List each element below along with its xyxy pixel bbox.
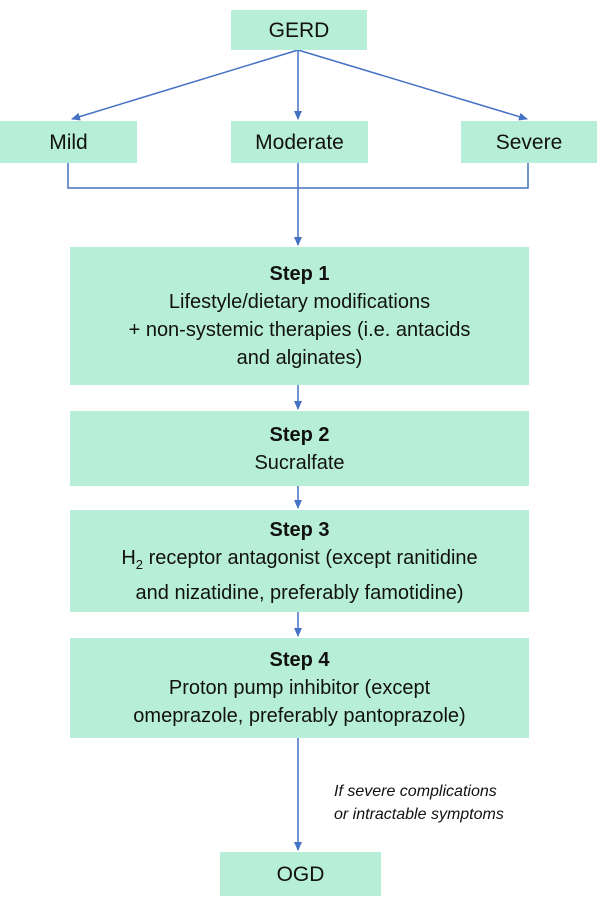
step3-title: Step 3 <box>269 518 330 541</box>
arrow-gerd-to-severe <box>297 49 528 121</box>
gerd-box: GERD <box>231 10 367 50</box>
moderate-box: Moderate <box>231 121 368 163</box>
step1-line2: + non-systemic therapies (i.e. antacids <box>128 319 471 341</box>
condition-note-line2: or intractable symptoms <box>334 806 504 823</box>
ogd-label: OGD <box>276 862 325 886</box>
severe-label: Severe <box>495 130 563 154</box>
step3-line1: H2 receptor antagonist (except ranitidin… <box>113 544 485 579</box>
step4-line1: Proton pump inhibitor (except <box>168 677 431 699</box>
step3-line2: and nizatidine, preferably famotidine) <box>135 581 464 604</box>
severe-box: Severe <box>461 121 597 163</box>
step4-box: Step 4 Proton pump inhibitor (except ome… <box>70 638 529 738</box>
step4-title: Step 4 <box>269 649 330 671</box>
step2-box: Step 2 Sucralfate <box>70 411 529 486</box>
ogd-box: OGD <box>220 852 381 896</box>
condition-note: If severe complications or intractable s… <box>334 780 504 826</box>
mild-box: Mild <box>0 121 137 163</box>
mild-label: Mild <box>49 130 88 154</box>
h2-subscript: 2 <box>135 556 144 572</box>
arrow-gerd-to-mild <box>71 49 299 121</box>
moderate-label: Moderate <box>255 130 344 154</box>
step3-line1-rest: receptor antagonist (except ranitidine <box>143 546 478 569</box>
step1-box: Step 1 Lifestyle/dietary modifications +… <box>70 247 529 385</box>
step4-line2: omeprazole, preferably pantoprazole) <box>133 705 466 727</box>
condition-note-line1: If severe complications <box>334 783 497 800</box>
step2-title: Step 2 <box>269 423 330 446</box>
h2-letter: H <box>121 546 136 569</box>
step1-line1: Lifestyle/dietary modifications <box>168 291 431 313</box>
step3-box: Step 3 H2 receptor antagonist (except ra… <box>70 510 529 612</box>
step1-line3: and alginates) <box>236 347 363 369</box>
gerd-label: GERD <box>268 18 330 42</box>
step2-line1: Sucralfate <box>254 451 345 474</box>
step1-title: Step 1 <box>269 263 330 285</box>
